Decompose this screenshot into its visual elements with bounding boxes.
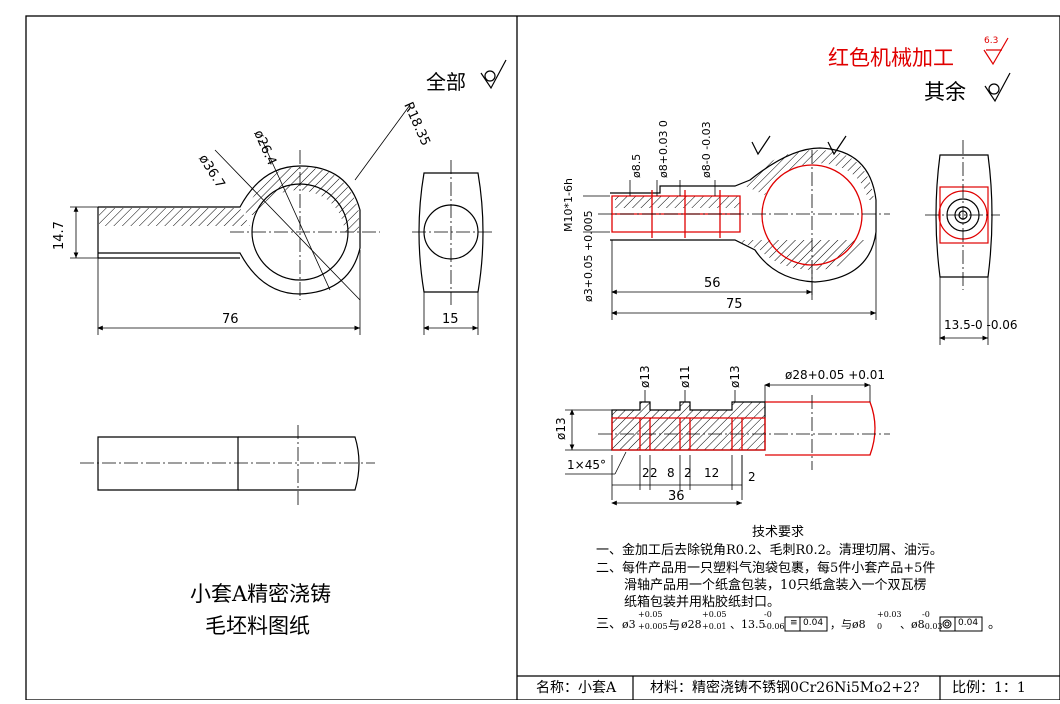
dim-12: 12 [704, 466, 720, 480]
requirement-item-1: 一、金加工后去除锐角R0.2、毛刺R0.2。清理切屑、油污。 [596, 543, 943, 558]
rest-note: 其余 [924, 80, 966, 104]
roughness-symbol-machined [983, 37, 1009, 66]
req3-w13-5-tol-up: -0 [764, 610, 772, 619]
req3-end: 。 [988, 617, 1002, 632]
req3-d8b-tol-dn: -0.03 [922, 622, 943, 631]
dim-d28: ø28+0.05 +0.01 [785, 368, 885, 382]
title-block-scale: 比例：1：1 [952, 680, 1026, 696]
dim-d13-left: ø13 [554, 417, 568, 440]
dim-thread: M10*1-6h [562, 178, 575, 232]
title-block-material: 材料：精密浇铸不锈钢0Cr26Ni5Mo2+2? [650, 680, 920, 696]
tolerance-frames [784, 616, 983, 632]
title-block [517, 675, 1060, 700]
dim-d13-a: ø13 [638, 365, 652, 388]
req3-d8-tol-up: +0.03 [877, 610, 902, 619]
req3-with: 与 [668, 618, 681, 632]
title-line-2: 毛坯料图纸 [205, 614, 310, 638]
dim-w13-5: 13.5-0 -0.06 [944, 318, 1018, 332]
machining-note: 红色机械加工 [828, 46, 954, 70]
requirement-item-3-prefix: 三、 [596, 617, 623, 632]
dim-2b: 2 [650, 466, 658, 480]
sheet-border [25, 15, 1060, 701]
tolerance-frame-2: 0.04 [958, 618, 979, 628]
blank-side-view [412, 160, 492, 335]
requirement-item-2-line-1: 二、每件产品用一只塑料气泡袋包裹，每5件小套产品+5件 [596, 561, 936, 576]
dim-d8-5: ø8.5 [630, 153, 643, 178]
dim-bore: ø3+0.05 +0.005 [582, 210, 595, 302]
requirements-heading: 技术要求 [752, 525, 805, 540]
req3-mid: ，与ø8 [830, 618, 866, 631]
dim-h14-7: 14.7 [52, 221, 67, 250]
req3-d8b: 、ø8 [900, 618, 925, 631]
dim-l56: 56 [704, 276, 721, 291]
dim-2d: 2 [748, 470, 756, 484]
roughness-symbol-all [480, 59, 507, 90]
blank-top-view [70, 104, 411, 335]
dim-l75: 75 [726, 297, 743, 312]
req3-w13-5: 、13.5 [730, 618, 766, 631]
dim-l36: 36 [668, 489, 685, 504]
tolerance-frame-1: 0.04 [803, 618, 824, 628]
dim-2c: 2 [684, 466, 692, 480]
req3-d28-tol-up: +0.05 [702, 610, 727, 619]
dim-8: 8 [667, 466, 675, 480]
surface-note-all: 全部 [426, 70, 466, 94]
req3-d28-tol-dn: +0.01 [702, 622, 727, 631]
symmetry-icon: ≡ [790, 618, 798, 628]
title-block-name: 名称：小套A [536, 680, 617, 696]
part-side-view [925, 140, 1000, 345]
dim-d11: ø11 [678, 365, 692, 388]
requirement-item-2-line-3: 纸箱包装并用粘胶纸封口。 [624, 595, 781, 610]
dim-d8-plus: ø8+0.03 0 [657, 120, 670, 178]
req3-d28: ø28 [681, 618, 702, 631]
roughness-value: 6.3 [984, 36, 999, 46]
dim-d8-minus: ø8-0 -0.03 [700, 121, 713, 178]
dim-d13-b: ø13 [728, 365, 742, 388]
req3-d3-tol-dn: +0.005 [638, 622, 668, 631]
part-front-view [565, 382, 890, 506]
req3-d8-tol-dn: 0 [877, 622, 883, 631]
req3-d8b-tol-up: -0 [922, 610, 930, 619]
part-top-view [583, 135, 890, 320]
dim-w15: 15 [442, 312, 459, 327]
req3-w13-5-tol-dn: -0.06 [764, 622, 785, 631]
roughness-symbol-rest [984, 72, 1011, 103]
requirement-item-2-line-2: 滑轴产品用一个纸盒包装，10只纸盒装入一个双瓦楞 [624, 578, 927, 593]
dim-l76: 76 [222, 312, 239, 327]
dim-chamfer: 1×45° [567, 458, 606, 472]
title-line-1: 小套A精密浇铸 [190, 582, 332, 606]
req3-d3: ø3 [622, 618, 636, 631]
blank-front-view [80, 425, 375, 505]
req3-d3-tol-up: +0.05 [638, 610, 663, 619]
dim-2a: 2 [642, 466, 650, 480]
